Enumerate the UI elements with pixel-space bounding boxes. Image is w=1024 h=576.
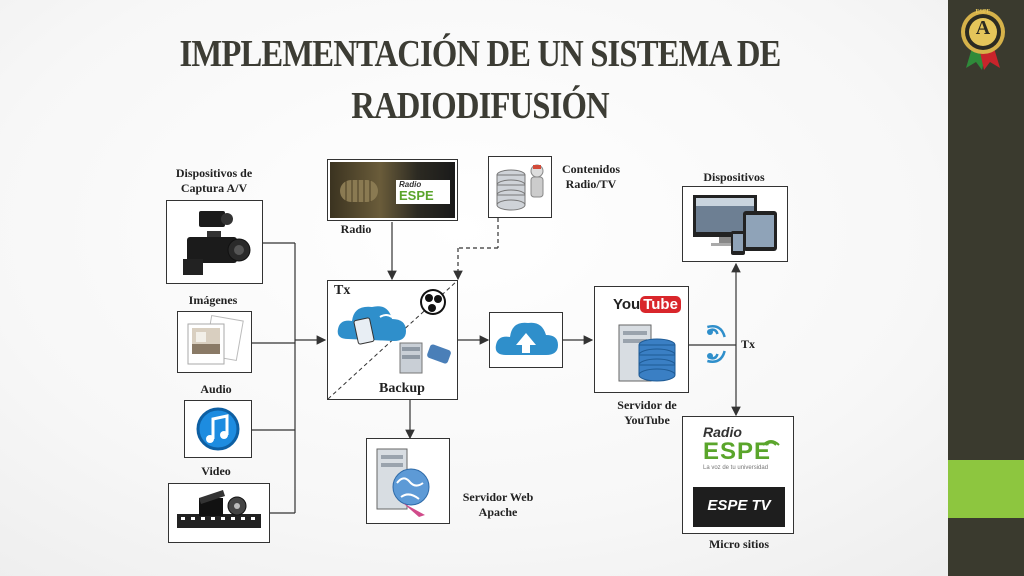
radio-espe-radio-text: Radio [703,424,742,440]
microphone-icon [340,180,378,202]
audio-box [184,400,252,458]
content-server-box [488,156,552,218]
backup-database-icon [399,342,451,374]
label-radio: Radio [340,222,372,236]
label-devices: Dispositivos [703,170,765,184]
label-content-radio-tv: Contenidos Radio/TV [561,162,620,191]
label-capture-devices: Dispositivos de Captura A/V [175,166,253,195]
espe-badge-logo [961,10,1005,70]
web-server-globe-icon [376,448,430,517]
connector-lines [252,218,741,514]
devices-box [682,186,788,262]
tx-streaming-box: Tx Backup [327,280,458,400]
cloud-upload-box [489,312,563,368]
streaming-cloud-icon [337,306,406,345]
sidebar-accent-bar [948,460,1024,518]
title-line-2: RADIODIFUSIÓN [351,85,609,127]
web-server-box [366,438,450,524]
radio-espe-logo: Radio ESPE La voz de tu universidad [691,425,787,481]
responsive-devices-icon [693,195,777,255]
capture-devices-box [166,200,263,284]
espe-tv-logo: ESPE TV [693,487,785,527]
label-video: Video [201,464,231,478]
youtube-you-text: You [613,295,641,313]
server-database-icon [618,324,676,382]
film-clapper-icon [177,490,261,528]
radio-box: Radio ESPE [327,159,458,221]
label-microsites: Micro sitios [708,537,770,551]
youtube-tube-text: Tube [640,295,681,313]
wifi-signal-bottom-icon [707,350,726,363]
page-title: IMPLEMENTACIÓN DE UN SISTEMA DE RADIODIF… [119,28,841,132]
database-user-icon [496,164,544,211]
label-audio: Audio [200,382,232,396]
radio-espe-tagline: La voz de tu universidad [703,465,769,471]
radio-espe-espe-text: ESPE [703,438,772,465]
photos-icon [187,314,244,365]
label-backup: Backup [379,381,425,396]
logo-letter: A [975,17,991,39]
video-box [168,483,270,543]
label-tx: Tx [334,283,351,298]
espe-mini-text: ESPE [399,188,434,203]
cloud-upload-icon [495,322,558,355]
radio-espe-mini-logo: Radio ESPE [396,180,450,204]
title-line-1: IMPLEMENTACIÓN DE UN SISTEMA DE [179,33,781,75]
espe-tv-text: ESPE TV [707,497,771,514]
radio-espe-signal-icon [762,440,780,446]
logo-top-text: ESPE [975,9,991,15]
wifi-signal-top-icon [707,325,726,338]
itunes-music-icon [196,407,240,451]
label-tx-right: Tx [740,337,755,351]
label-web-server-apache: Servidor Web Apache [462,490,534,519]
radio-mini-text: Radio [399,180,422,189]
microsites-box: Radio ESPE La voz de tu universidad ESPE… [682,416,794,534]
label-images: Imágenes [188,293,238,307]
images-box [177,311,252,373]
label-youtube-server: Servidor de YouTube [617,398,677,427]
obs-logo-icon [420,289,446,315]
camcorder-icon [183,211,251,275]
